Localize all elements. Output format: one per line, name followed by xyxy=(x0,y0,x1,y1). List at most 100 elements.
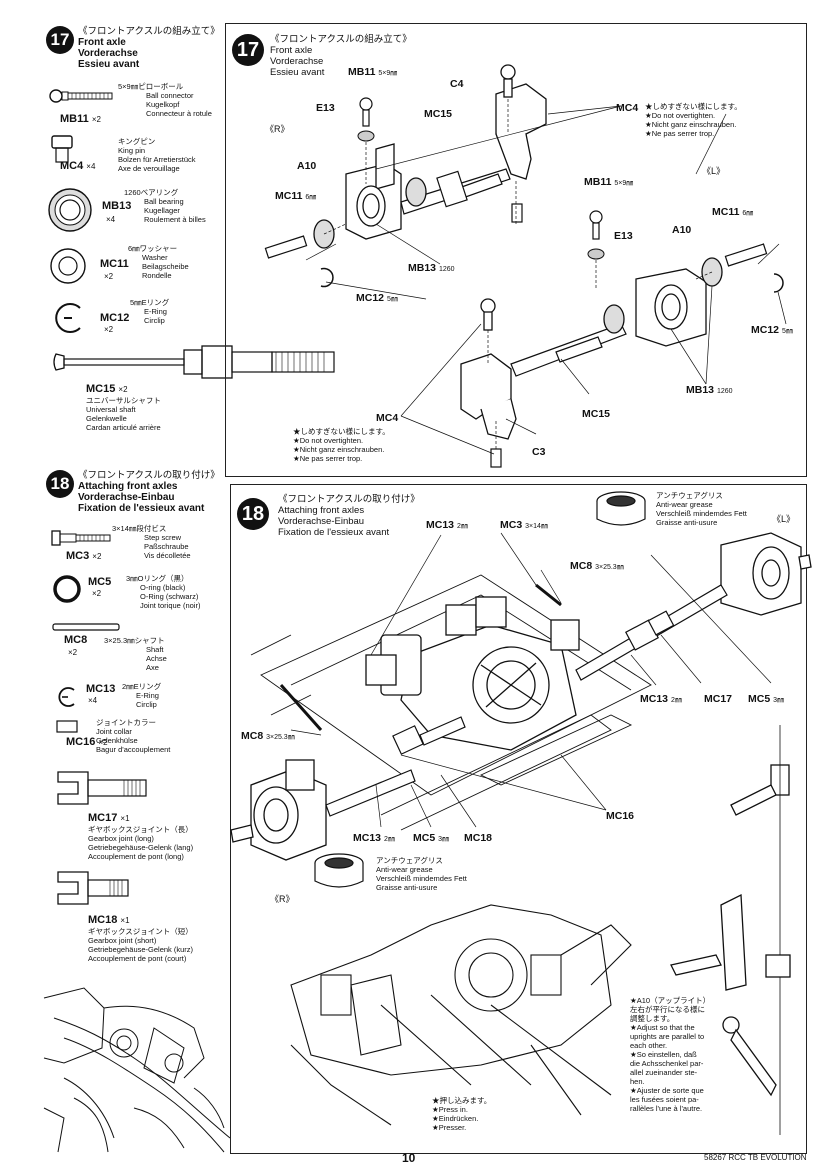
label-mc15-left: MC15 xyxy=(582,408,611,420)
part-code-mc3: MC3 ×2 xyxy=(66,550,102,562)
a10-adjust-note: ★A10（アップライト）左右が平行になる様に調整します。★Adjust so t… xyxy=(630,996,711,1113)
label-mc13-top: MC13 2㎜ xyxy=(426,519,468,531)
shaft-front-right xyxy=(392,716,466,755)
label-mc18: MC18 xyxy=(464,832,493,844)
steering-linkage xyxy=(670,725,791,1135)
mc8-shaft-upper xyxy=(535,583,562,607)
label-e13-left: E13 xyxy=(614,230,633,242)
part-code-mc18: MC18 ×1 xyxy=(88,914,130,926)
joint-collar-icon xyxy=(56,720,78,733)
part-code-mb11: MB11 ×2 xyxy=(60,113,101,125)
grease-tin-upper xyxy=(596,491,646,526)
e-ring-small-icon xyxy=(58,687,75,707)
gearbox-joint-long-icon xyxy=(57,771,147,805)
label-mc12: MC12 5㎜ xyxy=(356,292,398,304)
universal-shaft-upper xyxy=(400,168,511,215)
shaft-left xyxy=(575,584,728,681)
e13-collar-right xyxy=(357,130,375,142)
upright-right xyxy=(345,143,402,240)
label-mc8-left: MC8 3×25.3㎜ xyxy=(241,730,295,742)
label-mc4: MC4 xyxy=(616,102,639,114)
label-l: 《L》 xyxy=(702,166,726,176)
part-qty-mc8: ×2 xyxy=(68,648,78,657)
step-screw-icon xyxy=(51,530,111,546)
part-code-mc4: MC4 ×4 xyxy=(60,160,96,172)
label-mb13-left: MB13 1260 xyxy=(686,384,733,396)
label-mc13-mid: MC13 2㎜ xyxy=(640,693,682,705)
label-mc15: MC15 xyxy=(424,108,453,120)
step-18-diagram-frame xyxy=(230,484,807,1154)
press-in-note: ★押し込みます。★Press in.★Eindrücken.★Presser. xyxy=(432,1096,492,1132)
title-fr: Essieu avant xyxy=(78,59,140,70)
label-a10-left: A10 xyxy=(672,224,692,236)
part-code-mc17: MC17 ×1 xyxy=(88,812,130,824)
label-mb11: MB11 5×9㎜ xyxy=(348,66,398,78)
bearing-left-inner xyxy=(603,304,625,334)
front-axle-assembly-drawing xyxy=(264,64,787,468)
part-qty-mc11: ×2 xyxy=(104,272,114,281)
c3-bracket xyxy=(460,298,517,440)
bearing-right-inner xyxy=(405,177,427,207)
upright-left xyxy=(635,268,707,347)
king-pin-upper xyxy=(511,203,523,223)
label-mc17: MC17 xyxy=(704,693,733,705)
label-e13: E13 xyxy=(316,102,335,114)
part-code-mc16: MC16 ×2 xyxy=(66,736,108,748)
part-code-mc5: MC5 xyxy=(88,576,112,588)
label-mc11: MC11 6㎜ xyxy=(275,190,317,202)
title-de: Vorderachse xyxy=(78,48,138,59)
label-mb11-left: MB11 5×9㎜ xyxy=(584,176,634,188)
part-code-mc8: MC8 xyxy=(64,634,88,646)
label-mb13: MB13 1260 xyxy=(408,262,455,274)
label-c4: C4 xyxy=(450,78,464,90)
label-mc5-bottom: MC5 3㎜ xyxy=(413,832,449,844)
page-number: 10 xyxy=(402,1151,416,1165)
label-l-18: 《L》 xyxy=(772,514,796,524)
mc8-shaft-lower xyxy=(279,684,323,731)
label-mc4-left: MC4 xyxy=(376,412,399,424)
step-18-badge: 18 xyxy=(46,470,74,498)
o-ring-icon xyxy=(53,575,81,603)
universal-shaft-icon xyxy=(53,345,335,379)
hand-assembly-inset-drawing xyxy=(43,987,231,1153)
front-axle-installation-drawing xyxy=(230,491,812,1135)
gearbox-joint-short-icon xyxy=(57,871,129,905)
upright-right-assembly xyxy=(230,759,327,861)
step-17-title: 《フロントアクスルの組み立て》 Front axle Vorderachse E… xyxy=(78,26,220,70)
step-17-badge: 17 xyxy=(46,26,74,54)
title-en: Front axle xyxy=(78,37,126,48)
axle-stub-right xyxy=(264,235,308,259)
ball-connector-right xyxy=(359,97,373,127)
c4-bracket xyxy=(495,64,547,180)
part-desc-mc18: ギヤボックスジョイント（短）Gearbox joint (short)Getri… xyxy=(88,927,194,963)
step-17-diagram-frame xyxy=(225,23,807,477)
upright-left-assembly xyxy=(720,532,812,616)
mc12-ring-right xyxy=(320,267,334,288)
label-mc16: MC16 xyxy=(606,810,635,822)
ball-bearing-icon xyxy=(48,188,92,232)
axle-stub-left xyxy=(724,243,768,267)
shaft-icon xyxy=(52,623,120,631)
part-desc-mc17: ギヤボックスジョイント（長）Gearbox joint (long)Getrie… xyxy=(88,825,194,861)
part-desc-mc5: 3㎜Oリング（黒）O-ring (black)O-Ring (schwarz)J… xyxy=(126,574,201,610)
step-18-diagram-badge: 18 xyxy=(237,498,269,530)
label-mc3: MC3 3×14㎜ xyxy=(500,519,548,531)
shaft-right xyxy=(325,769,416,817)
part-code-mb13: MB13 xyxy=(102,200,132,212)
e-ring-icon xyxy=(55,303,81,333)
label-a10: A10 xyxy=(297,160,317,172)
label-r-18: 《R》 xyxy=(270,894,295,904)
washer-icon xyxy=(50,248,86,284)
part-qty-mb13: ×4 xyxy=(106,215,116,224)
step-17-diagram-badge: 17 xyxy=(232,34,264,66)
label-c3: C3 xyxy=(532,446,546,458)
